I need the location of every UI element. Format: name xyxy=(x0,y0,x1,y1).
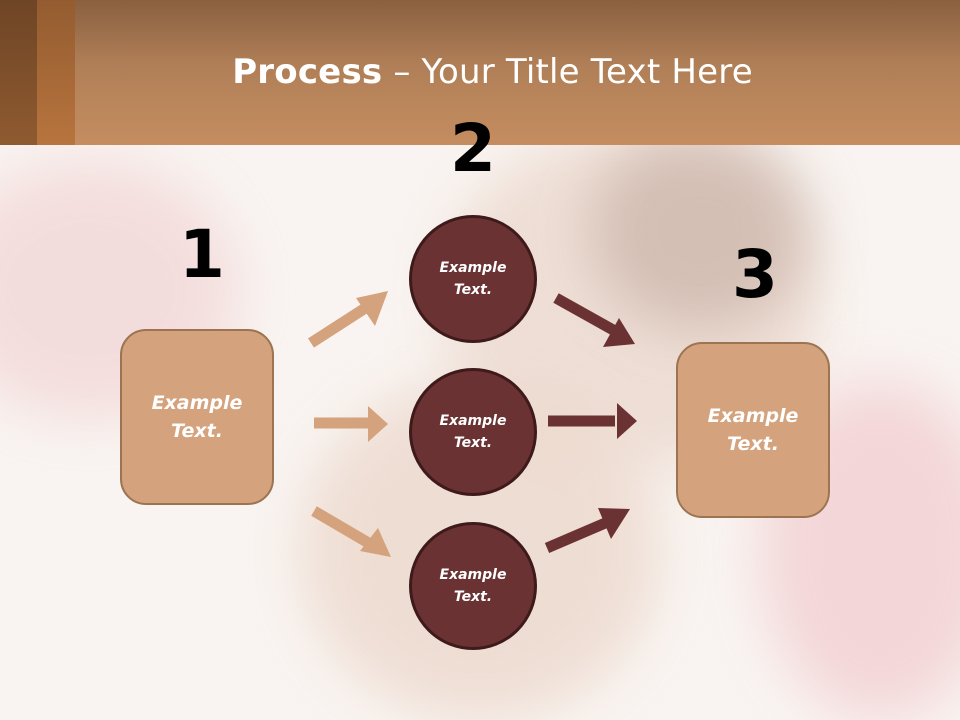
title-bar: Process – Your Title Text Here xyxy=(0,0,960,145)
step-1-line2: Text. xyxy=(171,420,223,442)
step-3-line2: Text. xyxy=(727,433,779,455)
decor-strip-dark xyxy=(0,0,37,145)
light-arrow-right-icon xyxy=(314,406,388,442)
circle-middle-line2: Text. xyxy=(453,435,493,451)
step-1-line1: Example xyxy=(151,391,243,414)
circle-middle-line1: Example xyxy=(439,412,507,429)
circle-bottom-line1: Example xyxy=(439,566,507,583)
light-arrow-up-icon xyxy=(308,291,388,348)
title-bold: Process xyxy=(232,52,383,92)
step-3-line1: Example xyxy=(707,404,799,427)
dark-arrow-down-icon xyxy=(553,293,635,347)
light-arrow-down-icon xyxy=(311,506,391,557)
step-number-2: 2 xyxy=(450,110,496,187)
step-number-3: 3 xyxy=(732,236,778,313)
circle-bottom-line2: Text. xyxy=(453,589,493,605)
decor-strip-light xyxy=(37,0,75,145)
title-rest: – Your Title Text Here xyxy=(382,52,753,92)
step-number-1: 1 xyxy=(179,216,225,293)
photo-blur-hair xyxy=(590,130,810,330)
slide-title[interactable]: Process – Your Title Text Here xyxy=(0,52,960,92)
dark-arrow-up-icon xyxy=(544,508,630,554)
circle-top-line2: Text. xyxy=(453,282,493,298)
dark-arrow-right-icon xyxy=(548,403,637,439)
circle-top-line1: Example xyxy=(439,259,507,276)
